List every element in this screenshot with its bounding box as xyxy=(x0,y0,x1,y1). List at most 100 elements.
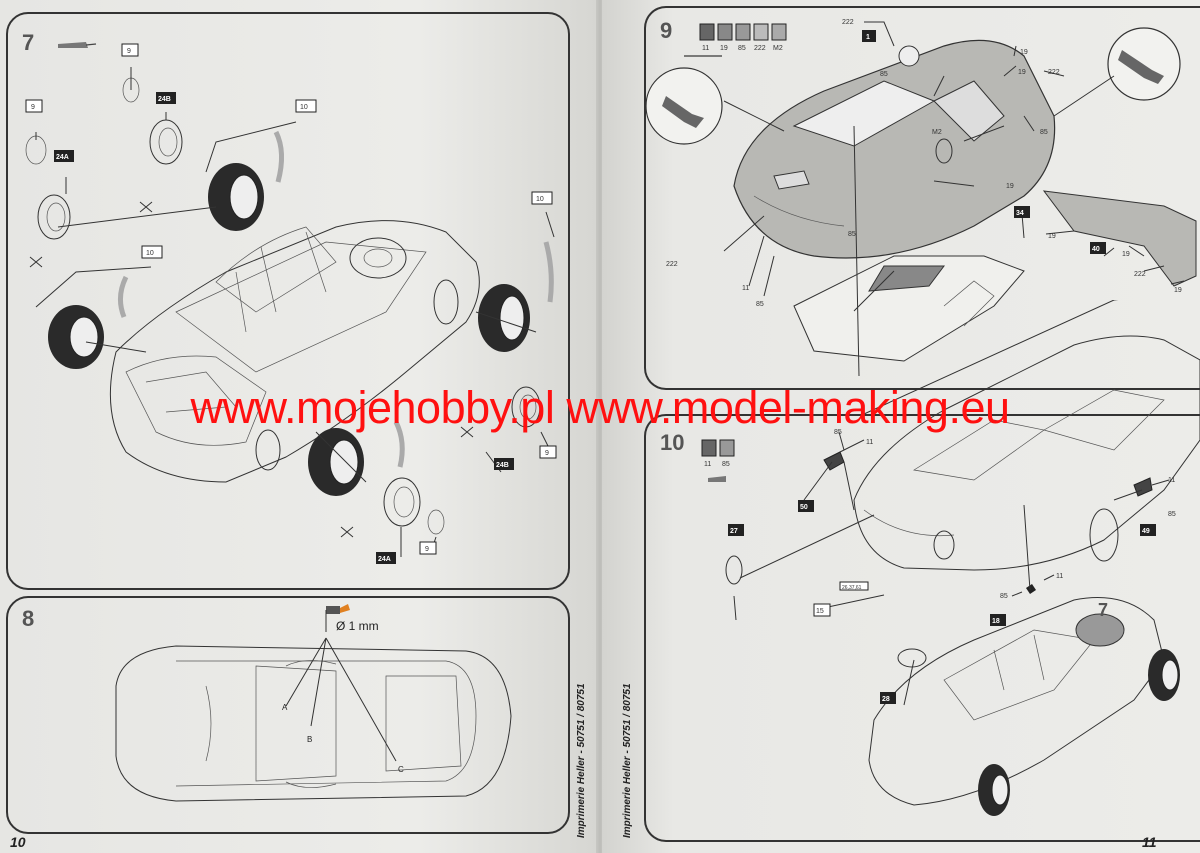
cross-marks xyxy=(29,201,474,538)
step-9-leader-lines xyxy=(684,21,1185,377)
callout-19-a: 19 xyxy=(1020,49,1028,56)
step-10-chassis xyxy=(868,597,1180,816)
part-label-9-d-text: 9 xyxy=(425,546,429,553)
callout-85-e: 85 xyxy=(834,429,842,436)
left-page-number: 10 xyxy=(10,834,26,850)
part-label-34: 34 xyxy=(1014,206,1030,218)
part-label-18: 18 xyxy=(990,614,1006,626)
paint-pots: 11 19 85 222 M2 xyxy=(699,23,787,52)
paint-85-label: 85 xyxy=(738,45,746,52)
right-page: 9 11 19 85 222 M2 xyxy=(602,0,1200,853)
part-label-10-c: 10 xyxy=(531,191,553,205)
part-label-24b-b: 24B xyxy=(494,458,514,470)
callout-222-b: 222 xyxy=(1048,69,1060,76)
step-8-panel: 8 xyxy=(6,596,570,834)
step-7-reference: 7 xyxy=(1098,600,1108,620)
tyre-front xyxy=(308,428,364,496)
callout-85-c: 85 xyxy=(756,301,764,308)
detail-magnifier-right xyxy=(1107,27,1181,101)
step-8-number: 8 xyxy=(22,606,35,631)
callout-85-a: 85 xyxy=(880,71,888,78)
decal-ref-box: 26,37,61 xyxy=(839,581,869,591)
part-label-9-b-text: 9 xyxy=(31,104,35,111)
watermark-text: www.mojehobby.pl www.model-making.eu xyxy=(190,382,1010,433)
step-10-panel: 10 xyxy=(644,414,1200,842)
decal-ref-text: 26,37,61 xyxy=(842,585,862,591)
part-label-9-a-text: 9 xyxy=(127,48,131,55)
part-label-9-c: 9 xyxy=(539,445,557,459)
step-8-illustration: Ø 1 mm A B C xyxy=(115,604,512,802)
callout-m2: M2 xyxy=(932,129,942,136)
part-label-9-a: 9 xyxy=(121,43,139,57)
step-10-illustration: 11 85 xyxy=(701,300,1200,816)
light-part-28 xyxy=(897,648,927,668)
right-page-number: 11 xyxy=(1142,834,1157,850)
step-10-number: 10 xyxy=(660,430,685,455)
light-part-27 xyxy=(725,555,743,585)
part-label-24b-a: 24B xyxy=(156,92,176,104)
mirror-part-50 xyxy=(823,451,845,471)
left-page-vertical-text: Imprimerie Heller - 50751 / 80751 xyxy=(576,683,587,838)
car-top-view xyxy=(115,645,512,802)
step-10-paint-pots: 11 85 xyxy=(701,439,735,482)
rear-bumper-part xyxy=(1042,190,1197,287)
part-label-27: 27 xyxy=(728,524,744,536)
callout-85-f: 85 xyxy=(1168,511,1176,518)
part-label-15-text: 15 xyxy=(816,608,824,615)
callout-19-b: 19 xyxy=(1018,69,1026,76)
car-body-shell xyxy=(733,39,1056,259)
rim-parts xyxy=(25,77,541,535)
detail-magnifier-left xyxy=(645,67,723,145)
callout-85-d: 85 xyxy=(848,231,856,238)
paint-11-label-b: 11 xyxy=(704,461,711,468)
part-label-9-c-text: 9 xyxy=(545,450,549,457)
callout-11: 11 xyxy=(742,285,749,292)
part-label-28: 28 xyxy=(880,692,896,704)
part-label-9-b: 9 xyxy=(25,99,43,113)
mirror-part-49 xyxy=(1133,477,1153,497)
part-label-10-a: 10 xyxy=(295,99,317,113)
part-label-1-text: 1 xyxy=(866,34,870,41)
callout-85-b: 85 xyxy=(1040,129,1048,136)
paint-19-label: 19 xyxy=(720,45,728,52)
part-label-27-text: 27 xyxy=(730,528,738,535)
right-page-vertical-text: Imprimerie Heller - 50751 / 80751 xyxy=(622,683,633,838)
tyre-left xyxy=(48,305,104,369)
part-label-18-text: 18 xyxy=(992,618,1000,625)
callout-85-g: 85 xyxy=(1000,593,1008,600)
callout-19-d: 19 xyxy=(1048,233,1056,240)
antenna-part-18 xyxy=(1026,584,1036,594)
chassis-drawing xyxy=(109,220,480,483)
part-label-34-text: 34 xyxy=(1016,210,1024,217)
part-label-49-text: 49 xyxy=(1142,528,1150,535)
glass-part xyxy=(793,255,1025,362)
left-page: 7 xyxy=(0,0,598,853)
paint-85-label-b: 85 xyxy=(722,461,730,468)
point-b-label: B xyxy=(307,735,312,744)
part-label-10-a-text: 10 xyxy=(300,104,308,111)
part-label-40-text: 40 xyxy=(1092,246,1100,253)
part-label-10-c-text: 10 xyxy=(536,196,544,203)
part-label-10-b-text: 10 xyxy=(146,250,154,257)
paint-m2-label: M2 xyxy=(773,45,783,52)
tread-strips xyxy=(118,130,554,468)
book-gutter xyxy=(596,0,604,853)
part-label-24a-a-text: 24A xyxy=(56,154,69,161)
part-label-28-text: 28 xyxy=(882,696,890,703)
callout-11-c: 11 xyxy=(1056,573,1063,580)
part-label-1: 1 xyxy=(862,30,876,42)
leader-lines xyxy=(35,67,555,557)
step-9-illustration: 11 19 85 222 M2 xyxy=(645,19,1197,377)
step-7-number: 7 xyxy=(22,30,35,55)
callout-222-d: 222 xyxy=(1134,271,1146,278)
part-label-50-text: 50 xyxy=(800,504,808,511)
callout-19-f: 19 xyxy=(1174,287,1182,294)
paint-11-label: 11 xyxy=(702,45,709,52)
part-label-24a-a: 24A xyxy=(54,150,74,162)
part-label-9-d: 9 xyxy=(419,541,437,555)
step-7-panel: 7 xyxy=(6,12,570,590)
step-10-leader-lines xyxy=(733,431,1170,706)
part-label-24b-a-text: 24B xyxy=(158,96,171,103)
callout-222-a: 222 xyxy=(842,19,854,26)
tyre-rear-top xyxy=(208,163,264,231)
